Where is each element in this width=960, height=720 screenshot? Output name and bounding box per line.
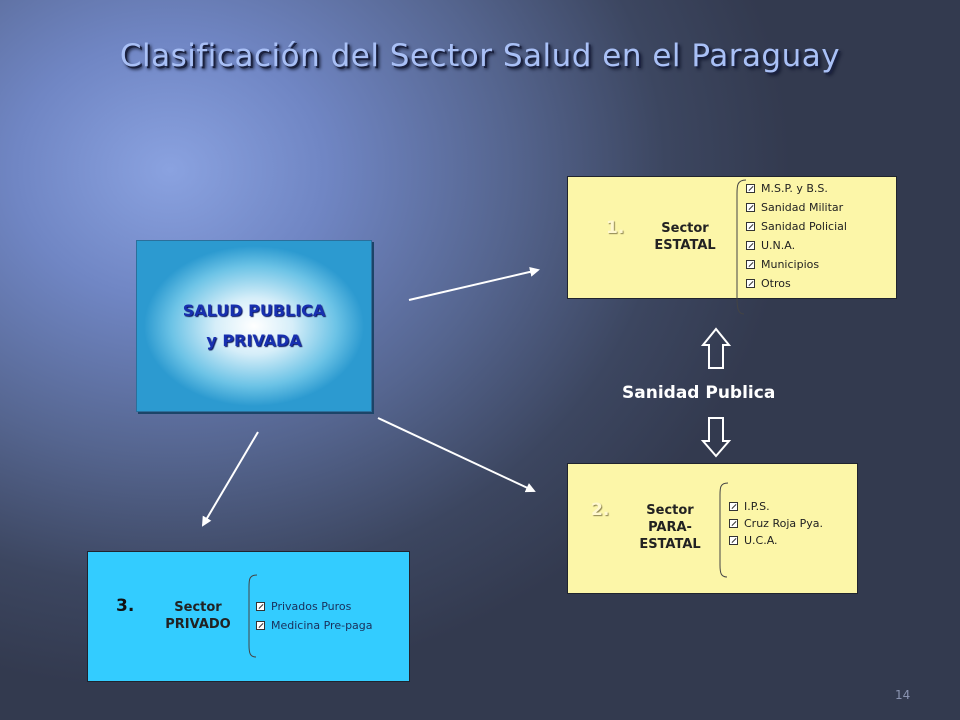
sector-label-line1: Sector (661, 221, 709, 236)
hollow-up-arrow (700, 327, 732, 369)
sector-number-3: 3. (116, 596, 135, 616)
arrow-to-paraestatal (377, 417, 536, 493)
list-item: I.P.S. (729, 498, 823, 515)
sector-privado-label: Sector PRIVADO (148, 599, 248, 633)
sector-label-line1: Sector (646, 503, 694, 518)
arrow-to-estatal (408, 266, 540, 301)
sector-estatal-box: 1. Sector ESTATAL M.S.P. y B.S. Sanidad … (567, 176, 897, 315)
list-item: Sanidad Policial (746, 217, 847, 236)
list-item: Privados Puros (256, 597, 373, 616)
list-item: Cruz Roja Pya. (729, 515, 823, 532)
checkbox-icon (256, 621, 265, 630)
paraestatal-items-list: I.P.S. Cruz Roja Pya. U.C.A. (729, 498, 823, 549)
slide-title: Clasificación del Sector Salud en el Par… (119, 38, 841, 74)
sector-label-line2: PRIVADO (165, 617, 231, 632)
privado-items-list: Privados Puros Medicina Pre-paga (256, 597, 373, 635)
hollow-down-arrow (700, 417, 732, 458)
checkbox-icon (746, 279, 755, 288)
checkbox-icon (746, 184, 755, 193)
checkbox-icon (729, 502, 738, 511)
checkbox-icon (746, 241, 755, 250)
sector-paraestatal-box: 2. Sector PARA- ESTATAL I.P.S. Cruz Roja… (567, 463, 858, 594)
brace-icon (736, 179, 747, 315)
list-item: M.S.P. y B.S. (746, 179, 847, 198)
sector-estatal-label: Sector ESTATAL (636, 220, 734, 254)
sector-label-line1: Sector (174, 600, 222, 615)
sector-label-line2: ESTATAL (654, 238, 716, 253)
sector-privado-box: 3. Sector PRIVADO Privados Puros Medicin… (87, 551, 410, 682)
central-line-1: SALUD PUBLICA (182, 301, 326, 320)
list-item: Otros (746, 274, 847, 293)
sanidad-publica-label: Sanidad Publica (622, 383, 776, 403)
checkbox-icon (746, 222, 755, 231)
estatal-items-list: M.S.P. y B.S. Sanidad Militar Sanidad Po… (746, 179, 847, 293)
checkbox-icon (256, 602, 265, 611)
sector-label-line3: ESTATAL (639, 537, 701, 552)
checkbox-icon (746, 260, 755, 269)
list-item: Municipios (746, 255, 847, 274)
sector-number-1: 1. (606, 218, 625, 238)
checkbox-icon (729, 519, 738, 528)
list-item: U.C.A. (729, 532, 823, 549)
checkbox-icon (729, 536, 738, 545)
central-line-2: y PRIVADA (206, 331, 302, 350)
arrow-to-privado (201, 431, 259, 527)
brace-icon (719, 482, 729, 578)
list-item: Sanidad Militar (746, 198, 847, 217)
sector-paraestatal-label: Sector PARA- ESTATAL (624, 502, 716, 553)
list-item: U.N.A. (746, 236, 847, 255)
sector-label-line2: PARA- (648, 520, 692, 535)
list-item: Medicina Pre-paga (256, 616, 373, 635)
salud-publica-privada-box: SALUD PUBLICA y PRIVADA (136, 240, 372, 412)
page-number: 14 (895, 688, 911, 702)
brace-icon (248, 574, 258, 658)
sector-number-2: 2. (591, 500, 610, 520)
checkbox-icon (746, 203, 755, 212)
